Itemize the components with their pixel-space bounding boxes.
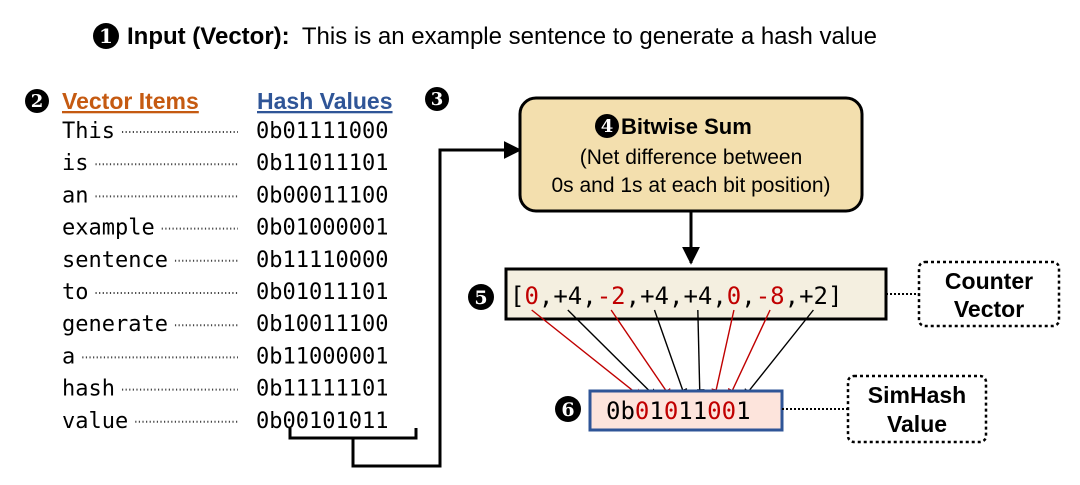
bit-mapping-arrow: [711, 309, 735, 399]
simhash-prefix: 0b: [606, 397, 635, 425]
counter-to-simhash-arrows: [531, 309, 814, 399]
counter-separator: ,: [741, 282, 755, 310]
step-1-marker: [93, 23, 119, 49]
counter-value: +2: [799, 282, 828, 310]
vector-items-header: Vector Items: [62, 88, 199, 114]
vector-item-word: sentence: [62, 248, 168, 273]
counter-separator: ,: [582, 282, 596, 310]
connector-line: [351, 141, 522, 468]
vector-item-word: hash: [62, 377, 115, 402]
counter-value: +4: [553, 282, 582, 310]
step-3-marker-number: 3: [431, 89, 444, 110]
simhash-bit: 1: [678, 397, 692, 425]
counter-separator: ,: [669, 282, 683, 310]
simhash-bit: 0: [664, 397, 678, 425]
counter-value: +4: [640, 282, 669, 310]
bit-mapping-arrow: [742, 309, 814, 399]
counter-value: -8: [756, 282, 785, 310]
hash-value: 0b11000001: [256, 344, 388, 369]
step-4-marker: [595, 114, 619, 138]
vector-item-word: is: [62, 151, 89, 176]
simhash-box: [588, 389, 784, 432]
simhash-label-line-1: SimHash: [868, 382, 966, 408]
counter-vector-label-box: [917, 260, 1061, 328]
bit-mapping-arrow: [531, 309, 643, 399]
bit-mapping-arrow: [653, 309, 688, 399]
vector-item-word: generate: [62, 312, 168, 337]
hash-value: 0b11110000: [256, 248, 388, 273]
bit-mapping-arrow: [694, 309, 705, 399]
hash-value: 0b01000001: [256, 216, 388, 241]
counter-vector-values: [0,+4,-2,+4,+4,0,-8,+2]: [510, 282, 842, 310]
step-3-marker: [425, 87, 449, 111]
step-6-marker: [555, 396, 581, 422]
hash-value: 0b01011101: [256, 280, 388, 305]
vector-item-word: value: [62, 409, 128, 434]
hash-value: 0b11111101: [256, 377, 388, 402]
hash-value: 0b01111000: [256, 119, 388, 144]
hash-to-sum-connector: [288, 141, 522, 468]
simhash-bit: 0: [635, 397, 649, 425]
counter-value: 0: [727, 282, 741, 310]
step-2-marker: [25, 89, 49, 113]
step-6-marker-number: 6: [561, 399, 574, 421]
counter-value: -2: [597, 282, 626, 310]
simhash-bit: 1: [649, 397, 663, 425]
counter-separator: ,: [539, 282, 553, 310]
simhash-bit: 1: [693, 397, 707, 425]
counter-separator: ,: [712, 282, 726, 310]
hash-value: 0b11011101: [256, 151, 388, 176]
input-header: 1 Input (Vector): This is an example sen…: [93, 23, 877, 50]
counter-vector-label-line-1: Counter: [945, 268, 1033, 294]
simhash-label-box: [846, 374, 988, 444]
column-headers: 2 Vector Items Hash Values 3: [25, 87, 449, 114]
step-1-marker-number: 1: [99, 24, 113, 48]
simhash-group: 6 0b01011001 SimHash Value: [555, 374, 988, 444]
vector-item-rows: This 0b01111000 is 0b11011101 an 0b00011100 ex…: [62, 119, 388, 434]
step-5-marker-number: 5: [474, 287, 487, 309]
simhash-label-line-2: Value: [887, 411, 947, 437]
counter-separator: ,: [626, 282, 640, 310]
vector-item-word: a: [62, 344, 75, 369]
input-label: Input (Vector):: [127, 23, 290, 50]
step-5-marker: [468, 284, 494, 310]
bitwise-sum-box: 4 Bitwise Sum (Net difference between 0s…: [518, 96, 864, 213]
hash-value: 0b00011100: [256, 183, 388, 208]
bit-mapping-arrow: [728, 309, 771, 399]
bitwise-sum-line-1: (Net difference between: [580, 146, 803, 169]
bitwise-sum-title: Bitwise Sum: [621, 114, 752, 139]
simhash-value: 0b01011001: [606, 397, 751, 425]
counter-close-bracket: ]: [828, 282, 842, 310]
counter-value: 0: [524, 282, 538, 310]
vector-item-word: to: [62, 280, 89, 305]
step-4-marker-number: 4: [601, 116, 614, 137]
vector-item-word: an: [62, 183, 89, 208]
bitwise-sum-line-2: 0s and 1s at each bit position): [551, 174, 830, 197]
simhash-bit: 1: [736, 397, 750, 425]
vector-item-word: This: [62, 119, 115, 144]
input-sentence-line: Input (Vector): This is an example sente…: [127, 23, 877, 50]
step-2-marker-number: 2: [31, 91, 44, 112]
simhash-bit: 0: [722, 397, 736, 425]
counter-vector-group: 5 [0,+4,-2,+4,+4,0,-8,+2] Counter Vector: [468, 260, 1061, 328]
counter-open-bracket: [: [510, 282, 524, 310]
counter-separator: ,: [785, 282, 799, 310]
counter-value: +4: [683, 282, 712, 310]
hash-value: 0b10011100: [256, 312, 388, 337]
bit-mapping-arrow: [610, 309, 672, 399]
vector-item-word: example: [62, 216, 155, 241]
counter-vector-label-line-2: Vector: [954, 296, 1024, 322]
bit-mapping-arrow: [567, 309, 658, 399]
hash-values-header: Hash Values: [257, 88, 393, 114]
simhash-bit: 0: [707, 397, 721, 425]
input-sentence: This is an example sentence to generate …: [302, 23, 877, 50]
hash-value: 0b00101011: [256, 409, 388, 434]
